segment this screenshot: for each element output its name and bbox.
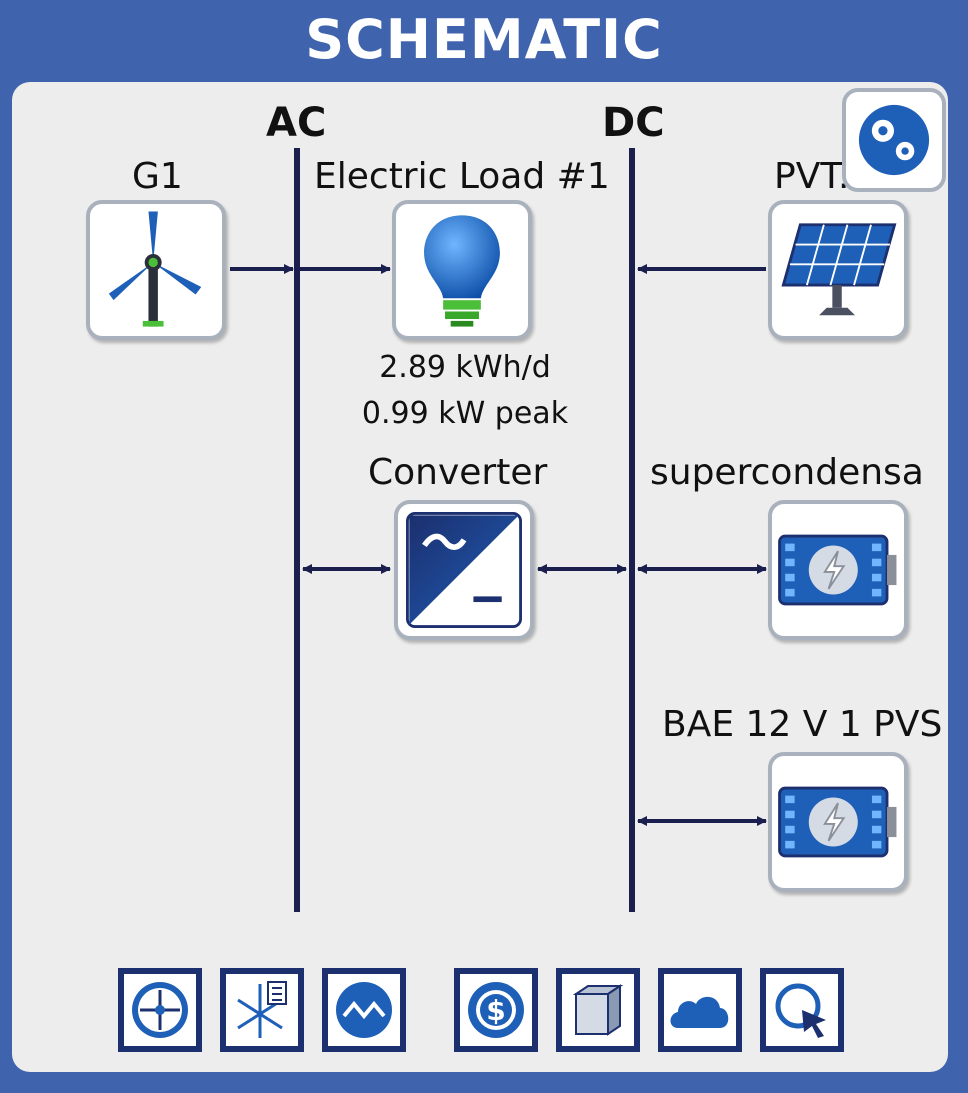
dollar-icon: $ [468,982,524,1038]
settings-gears-icon [858,104,930,176]
storage1-label: supercondensa [650,452,924,493]
storage1-component[interactable] [768,500,908,640]
sensitivity-button[interactable] [220,968,304,1052]
waveform-button[interactable] [322,968,406,1052]
compass-icon [132,982,188,1038]
generator-label: G1 [132,156,183,197]
load-energy: 2.89 kWh/d [379,350,551,385]
dc-bus-label: DC [602,100,665,146]
cloud-icon [670,996,729,1028]
schematic-title: SCHEMATIC [305,8,663,71]
generator-component[interactable] [86,200,226,340]
wind-turbine-icon [108,211,202,327]
storage2-component[interactable] [768,752,908,892]
load-component[interactable] [392,200,532,340]
wind-sensitivity-icon [237,981,287,1038]
economics-button[interactable]: $ [454,968,538,1052]
constraints-button[interactable] [556,968,640,1052]
battery-icon [778,786,897,858]
light-bulb-icon [424,215,500,327]
waveform-icon [336,982,392,1038]
converter-icon [406,512,522,628]
storage2-label: BAE 12 V 1 PVS [662,704,943,745]
svg-text:$: $ [486,994,505,1027]
load-label: Electric Load #1 [314,156,610,197]
converter-component[interactable] [394,500,534,640]
cube-icon [572,984,624,1036]
select-button[interactable] [760,968,844,1052]
load-peak: 0.99 kW peak [361,396,569,431]
compass-button[interactable] [118,968,202,1052]
ac-bus-label: AC [266,100,327,146]
cursor-select-icon [775,983,826,1038]
emissions-button[interactable] [658,968,742,1052]
battery-icon [778,534,897,606]
pv-component[interactable] [768,200,908,340]
converter-label: Converter [368,452,548,493]
solar-panel-icon [781,223,897,316]
settings-button[interactable] [842,88,946,192]
